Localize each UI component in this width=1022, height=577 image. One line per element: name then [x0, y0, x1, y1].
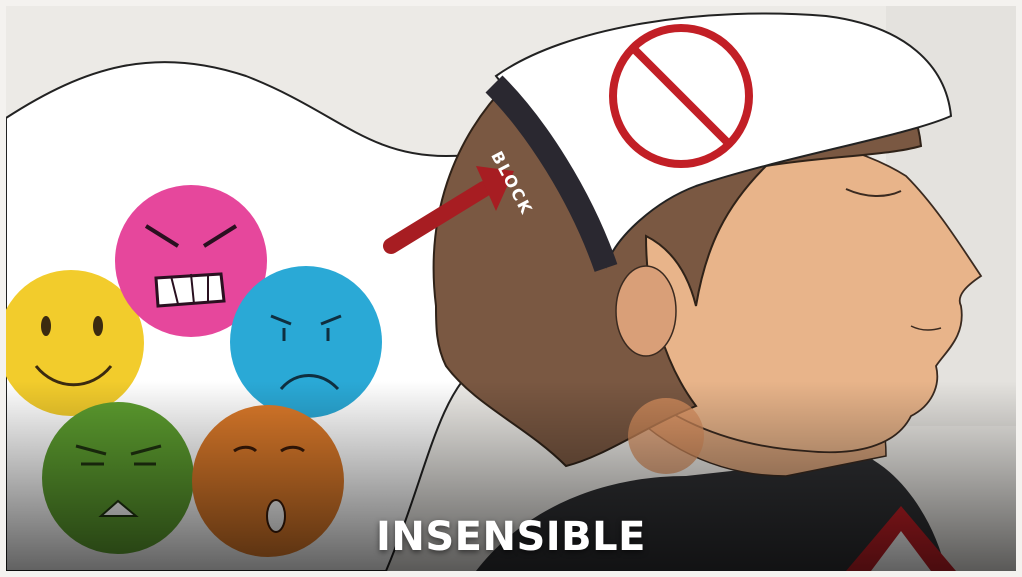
ear — [616, 266, 676, 356]
sad-face-icon — [230, 266, 382, 418]
scene-illustration — [6, 6, 1016, 571]
caption-text: INSENSIBLE — [6, 514, 1016, 560]
illustration-frame: BLOCK INSENSIBLE — [6, 6, 1016, 571]
